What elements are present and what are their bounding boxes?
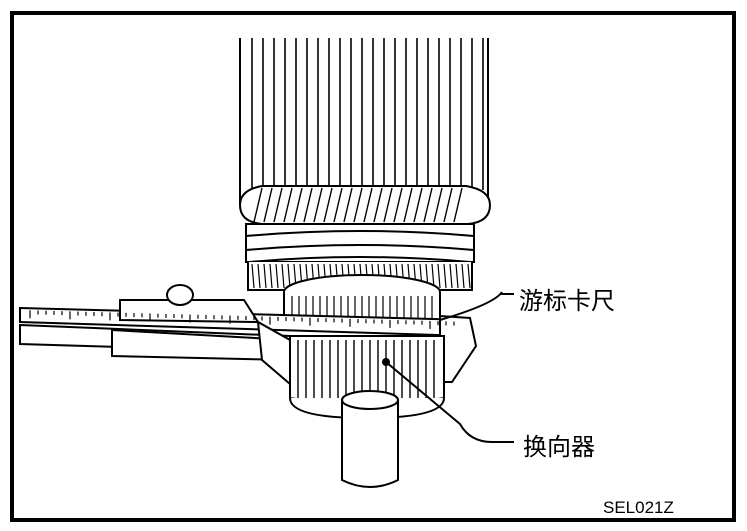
commutator-label: 换向器 [523,433,595,461]
band-stroke [449,263,453,289]
band-stroke [431,263,435,289]
winding-stroke [333,187,343,223]
band-stroke [269,263,273,289]
winding-stroke [383,187,393,223]
winding-stroke [453,187,463,223]
winding-stroke [443,187,453,223]
winding-stroke [263,187,273,223]
winding-stroke [433,187,443,223]
band-stroke [281,263,285,289]
winding-stroke [363,187,373,223]
figure-code: SEL021Z [603,498,674,517]
winding-stroke [413,187,423,223]
winding-ring [238,185,492,225]
winding-stroke [323,187,333,223]
commutator-leader-line [385,361,514,443]
band-stroke [455,263,459,289]
winding-stroke [403,187,413,223]
vernier-caliper [19,284,503,387]
winding-stroke [283,187,293,223]
winding-stroke [313,187,323,223]
winding-stroke [303,187,313,223]
inner-ring [283,274,441,323]
band-stroke [461,263,465,289]
winding-stroke [423,187,433,223]
winding-stroke [393,187,403,223]
winding-stroke [353,187,363,223]
band-stroke [263,263,267,289]
band-stroke [437,263,441,289]
band-stroke [257,263,261,289]
band-stroke [287,263,291,289]
band-stroke [251,263,255,289]
winding-stroke [373,187,383,223]
winding-stroke [293,187,303,223]
caliper-label: 游标卡尺 [519,287,615,315]
armature-core [239,38,489,205]
winding-stroke [343,187,353,223]
band-stroke [443,263,447,289]
band-stroke [467,263,471,289]
commutator-pointer-dot [382,358,390,366]
winding-stroke [253,187,263,223]
shaft [341,390,399,488]
band-stroke [275,263,279,289]
winding-stroke [273,187,283,223]
